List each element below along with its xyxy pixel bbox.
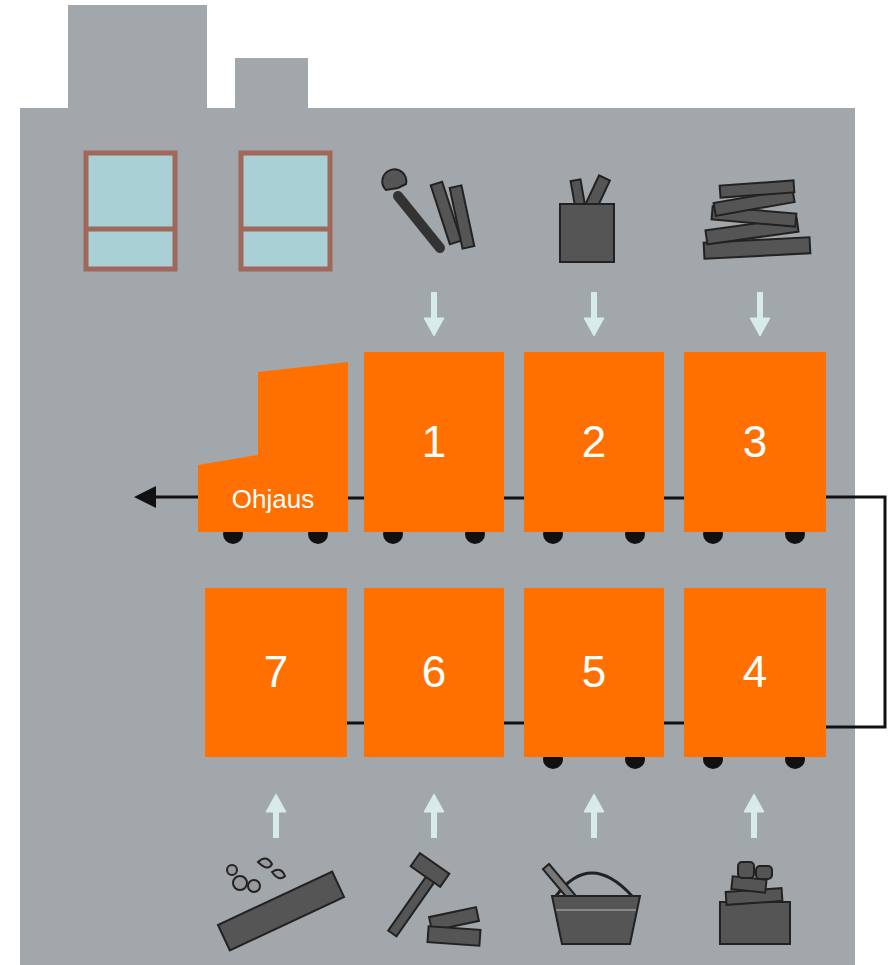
input-arrow <box>266 794 764 838</box>
planks-icon <box>704 180 811 258</box>
locomotive-label: Ohjaus <box>232 485 314 514</box>
factory-wall <box>20 108 855 965</box>
window <box>86 153 175 269</box>
wagon-box: 7 <box>205 588 347 757</box>
locomotive-box: Ohjaus <box>198 362 348 532</box>
coupling-line <box>347 722 364 725</box>
exit-arrow <box>134 486 200 508</box>
coupling-line <box>664 497 684 500</box>
window <box>241 153 330 269</box>
chimney <box>68 5 207 115</box>
wagon-number: 6 <box>422 648 446 696</box>
blocks-icon <box>720 862 790 944</box>
coupling-line <box>504 722 524 725</box>
basket-icon <box>543 864 640 944</box>
wagon-box: 4 <box>684 588 826 757</box>
hammer-icon <box>388 853 480 946</box>
coupling-line <box>826 497 885 727</box>
wagon-number: 4 <box>743 648 767 696</box>
chimney <box>235 58 308 115</box>
wagon-box: 5 <box>524 588 664 757</box>
tools-icon <box>382 169 474 248</box>
wagon-box: 2 <box>524 352 664 532</box>
box-icon <box>560 175 614 262</box>
wagon-box: 6 <box>364 588 504 757</box>
coupling-line <box>504 497 524 500</box>
wagon-number: 5 <box>582 648 606 696</box>
wagon-box: 1 <box>364 352 504 532</box>
wagon-number: 2 <box>582 418 606 466</box>
wagon-number: 1 <box>422 418 446 466</box>
locomotive-shape <box>198 362 348 532</box>
coupling-line <box>348 497 364 500</box>
tray-icon <box>218 858 344 950</box>
input-arrow <box>424 292 770 336</box>
wagon-number: 7 <box>264 648 288 696</box>
wagon-box: 3 <box>684 352 826 532</box>
coupling-line <box>664 722 684 725</box>
wagon-number: 3 <box>743 418 767 466</box>
